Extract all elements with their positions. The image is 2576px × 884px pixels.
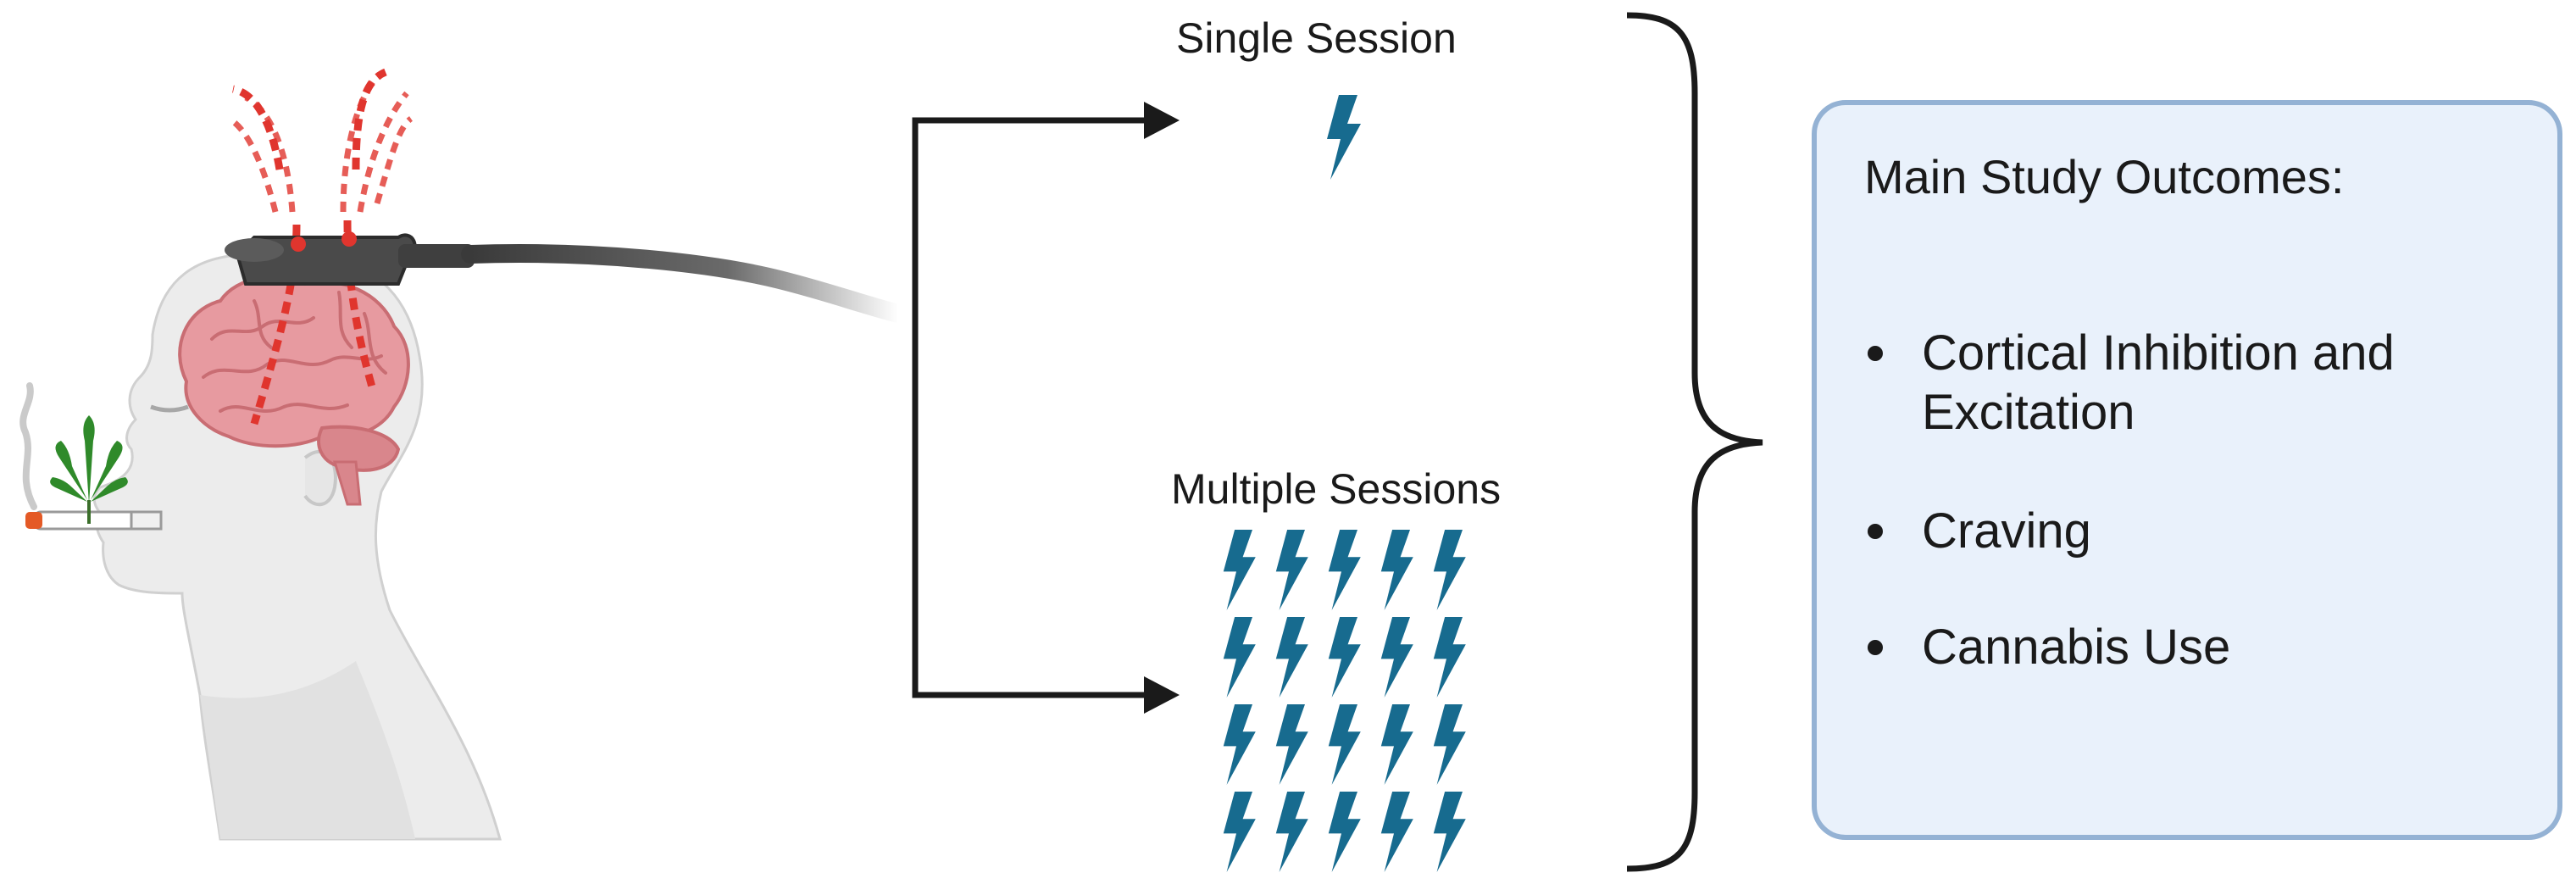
multiple-session-bolt-icon (1380, 792, 1413, 872)
outcome-item: Cannabis Use (1868, 618, 2464, 677)
multiple-sessions-bolt-grid (1223, 530, 1466, 872)
multiple-session-bolt-icon (1328, 617, 1361, 698)
cannabis-leaf-icon (50, 415, 128, 524)
brain (178, 275, 410, 506)
single-session-label: Single Session (1176, 14, 1457, 62)
multiple-session-bolt-icon (1223, 704, 1256, 785)
multiple-session-bolt-icon (1433, 704, 1466, 785)
multiple-session-bolt-icon (1275, 617, 1308, 698)
bullet-icon (1868, 524, 1883, 539)
curly-brace (1626, 12, 1763, 872)
multiple-session-bolt-icon (1328, 530, 1361, 610)
tms-coil-icon (225, 231, 475, 286)
multiple-session-bolt-icon (1433, 617, 1466, 698)
multiple-sessions-label: Multiple Sessions (1171, 465, 1502, 513)
multiple-session-bolt-icon (1328, 704, 1361, 785)
multiple-session-bolt-icon (1223, 792, 1256, 872)
bullet-icon (1868, 640, 1883, 655)
branch-connector (912, 117, 1144, 698)
arrow-to-multiple (1144, 676, 1180, 714)
bullet-icon (1868, 346, 1883, 361)
tms-cable (461, 244, 908, 323)
multiple-session-bolt-icon (1275, 792, 1308, 872)
outcome-item: Craving (1868, 502, 2464, 561)
multiple-session-bolt-icon (1380, 530, 1413, 610)
outcomes-panel: Main Study Outcomes: Cortical Inhibition… (1812, 100, 2562, 840)
head-illustration (19, 68, 908, 841)
multiple-session-bolt-icon (1275, 530, 1308, 610)
multiple-session-bolt-icon (1380, 704, 1413, 785)
outcome-item: Cortical Inhibition and Excitation (1868, 324, 2464, 442)
outcomes-title: Main Study Outcomes: (1864, 150, 2345, 203)
outcome-item-text: Cannabis Use (1922, 620, 2231, 675)
multiple-session-bolt-icon (1380, 617, 1413, 698)
multiple-session-bolt-icon (1328, 792, 1361, 872)
multiple-session-bolt-icon (1433, 792, 1466, 872)
outcome-item-text: Craving (1922, 503, 2091, 559)
multiple-session-bolt-icon (1223, 617, 1256, 698)
arrow-to-single (1144, 102, 1180, 139)
smoke (19, 382, 37, 510)
multiple-session-bolt-icon (1433, 530, 1466, 610)
multiple-session-bolt-icon (1275, 704, 1308, 785)
closed-eye (150, 404, 189, 413)
joint-icon (25, 510, 163, 531)
face-shadow (200, 661, 415, 839)
single-session-bolt-icon (1327, 95, 1361, 180)
multiple-session-bolt-icon (1223, 530, 1256, 610)
outcome-item-text: Cortical Inhibition and Excitation (1922, 325, 2395, 440)
stimulation-arcs (227, 74, 414, 213)
